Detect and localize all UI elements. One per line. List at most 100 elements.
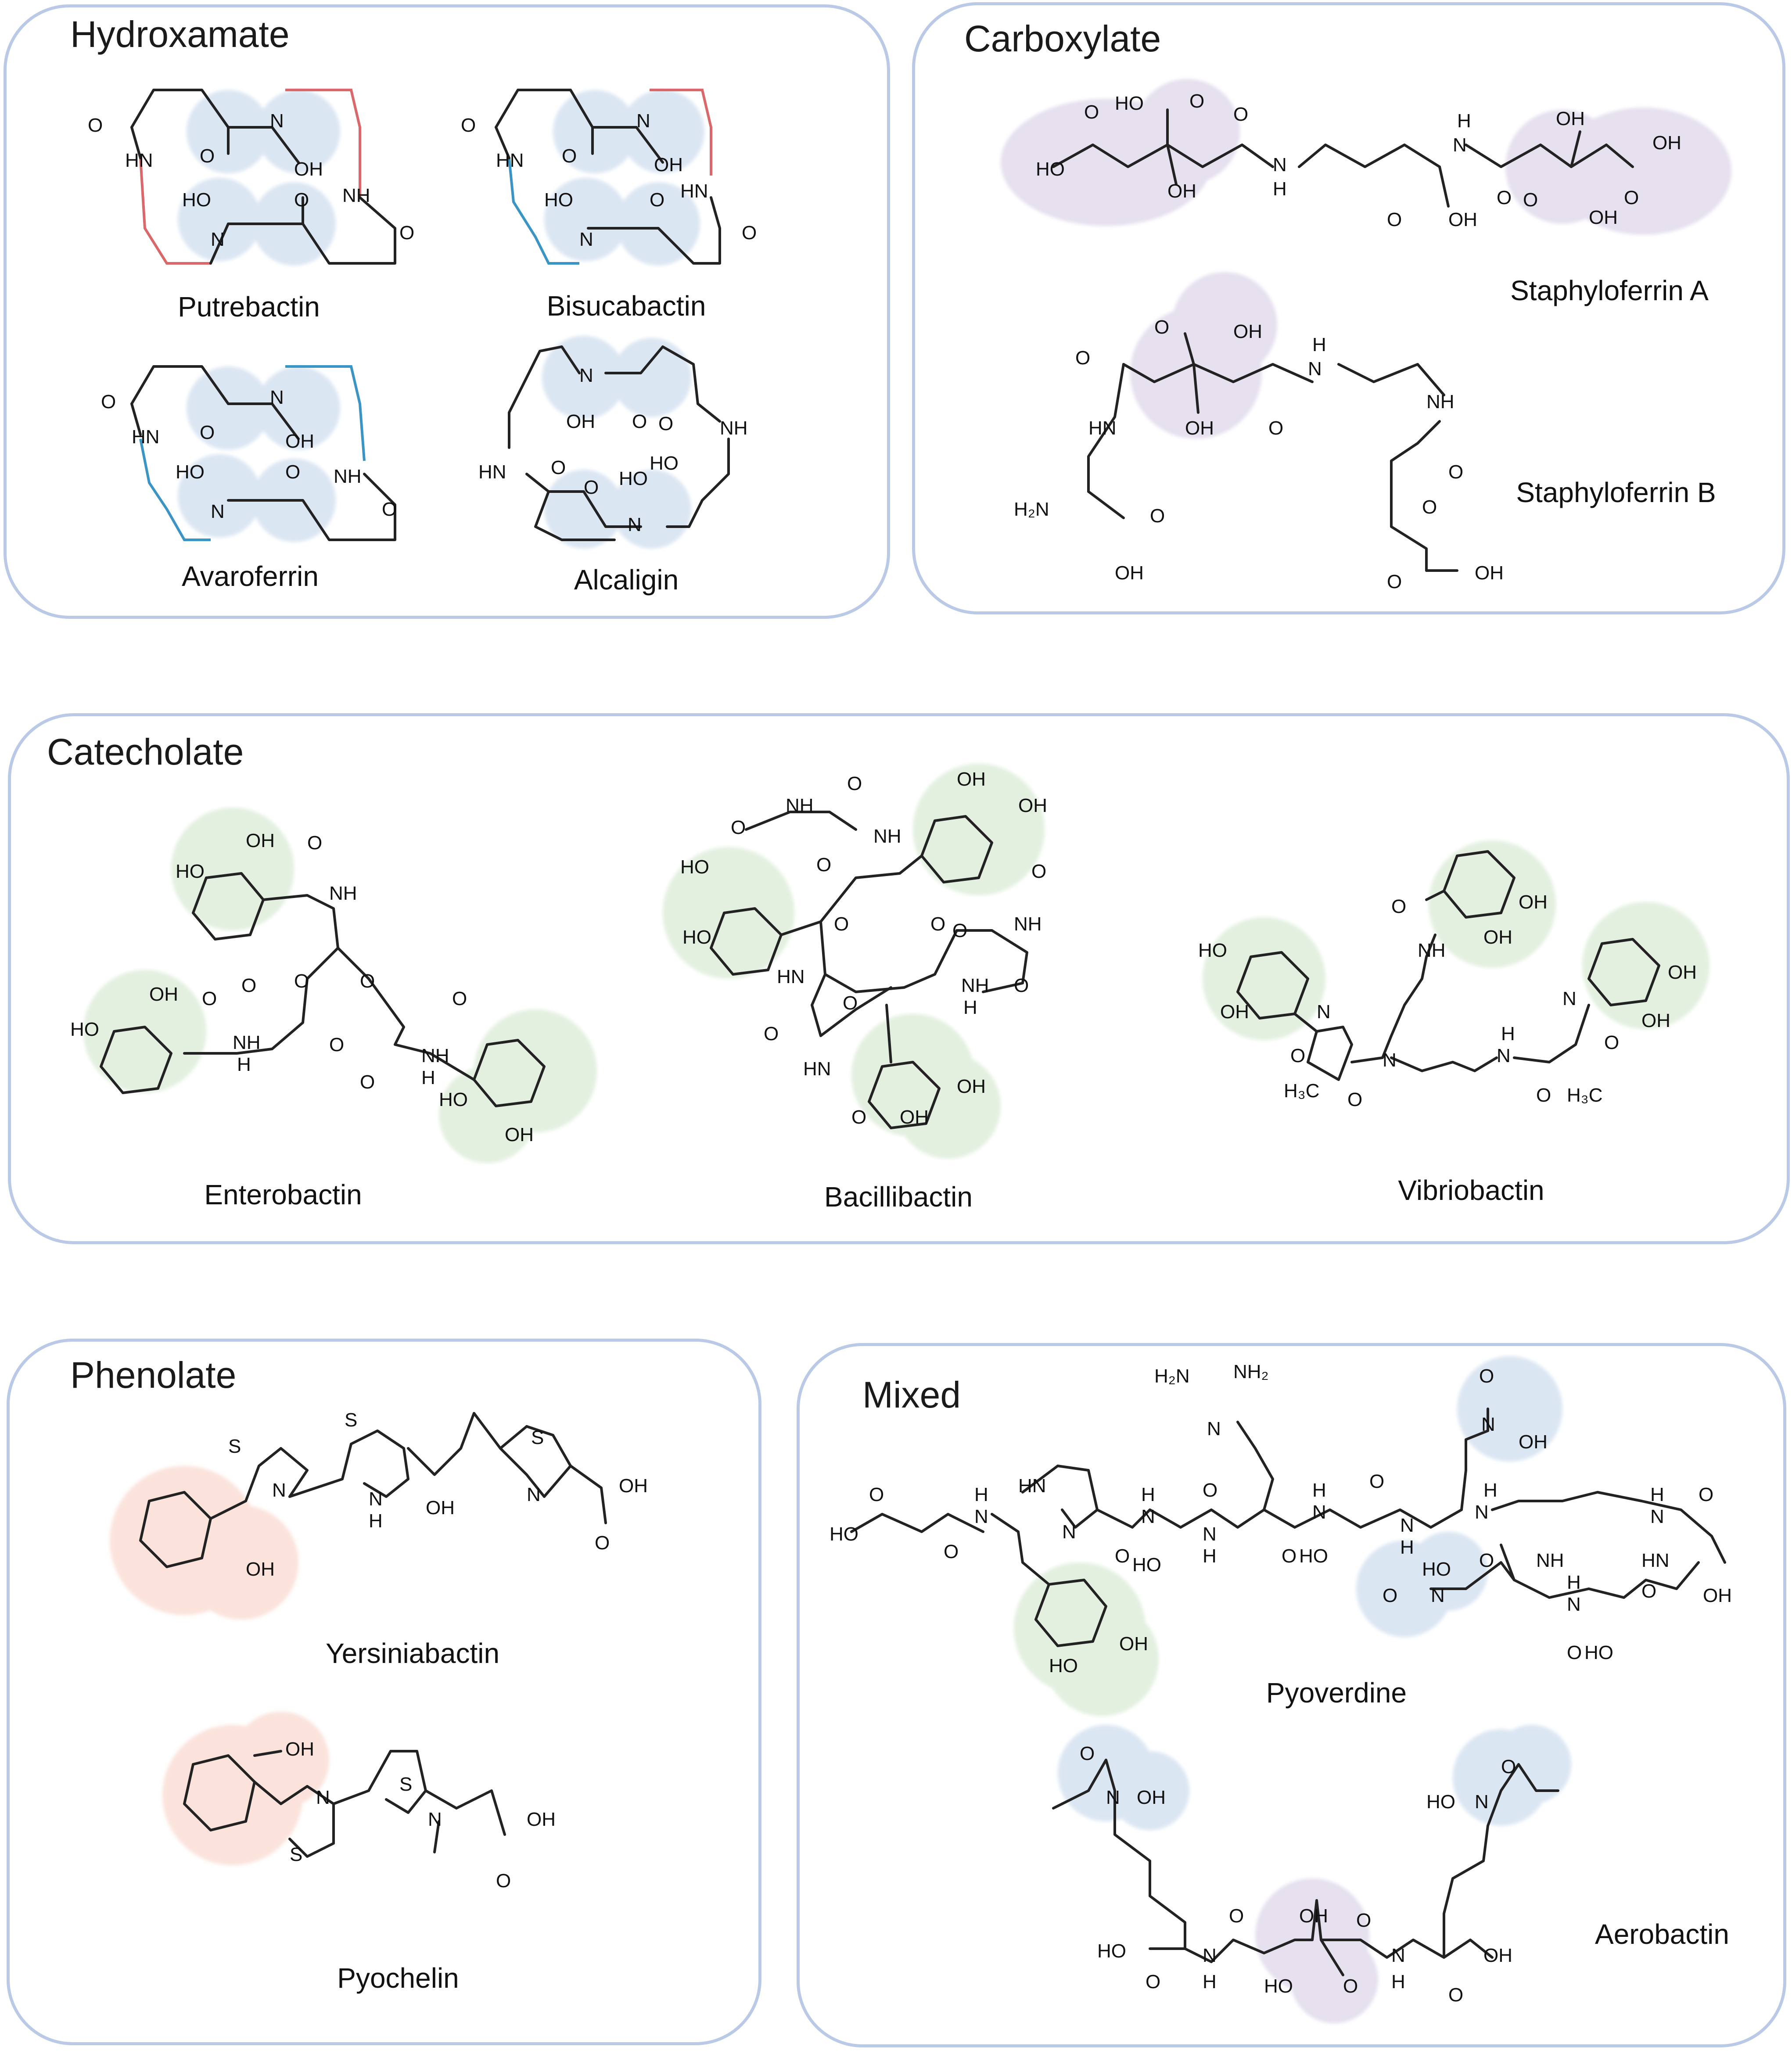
svg-text:OH: OH (1589, 207, 1618, 228)
svg-text:O: O (1391, 896, 1406, 917)
svg-text:N: N (1567, 1594, 1581, 1615)
svg-text:OH: OH (1519, 1431, 1548, 1453)
svg-text:N: N (1308, 358, 1322, 380)
svg-text:O: O (944, 1541, 959, 1562)
svg-text:NH: NH (720, 417, 748, 439)
svg-text:O: O (202, 988, 217, 1009)
svg-text:H: H (1203, 1971, 1217, 1993)
compound-name-enterobactin: Enterobactin (204, 1179, 362, 1210)
svg-text:HO: HO (682, 926, 711, 948)
svg-text:H: H (1273, 178, 1287, 200)
svg-text:H: H (1141, 1484, 1155, 1505)
yersiniabactin-structure: S N OH S N H OH S N OH O (139, 1409, 648, 1580)
svg-text:O: O (1387, 571, 1402, 592)
svg-text:N: N (1207, 1418, 1221, 1440)
panel-title-carboxylate: Carboxylate (964, 18, 1161, 59)
svg-text:OH: OH (285, 431, 314, 452)
svg-text:H: H (1312, 334, 1326, 356)
svg-text:O: O (731, 817, 746, 838)
svg-text:H: H (1457, 110, 1471, 132)
panel-phenolate (7, 1339, 761, 2045)
svg-text:O: O (1448, 1984, 1463, 2006)
staphyloferrin-a-structure: HO O HO O OH O N H H N O OH O OH O OH O … (1036, 90, 1681, 230)
svg-text:N: N (316, 1787, 330, 1808)
svg-text:N: N (1453, 134, 1467, 156)
svg-text:O: O (632, 411, 647, 432)
panel-catecholate (8, 713, 1790, 1244)
svg-text:OH: OH (1641, 1010, 1670, 1031)
svg-text:O: O (452, 988, 467, 1009)
svg-text:O: O (1624, 187, 1639, 208)
svg-text:N: N (579, 365, 593, 386)
bisucabactin-structure: O HN O N OH HO N O HN O (461, 89, 757, 265)
svg-text:O: O (1084, 101, 1099, 123)
svg-text:HN: HN (680, 180, 708, 202)
svg-text:OH: OH (246, 830, 275, 851)
compound-name-aerobactin: Aerobactin (1595, 1918, 1729, 1950)
svg-text:O: O (101, 391, 116, 413)
svg-text:OH: OH (149, 984, 178, 1005)
svg-text:O: O (200, 145, 215, 167)
svg-text:OH: OH (1668, 962, 1697, 983)
svg-text:NH: NH (961, 975, 989, 996)
svg-text:O: O (1115, 1545, 1130, 1567)
svg-text:O: O (742, 222, 757, 244)
svg-text:O: O (1268, 417, 1283, 439)
svg-text:N: N (1431, 1585, 1445, 1606)
svg-text:O: O (399, 222, 414, 244)
svg-text:OH: OH (1185, 417, 1214, 439)
svg-text:O: O (1343, 1975, 1358, 1997)
svg-text:HO: HO (1049, 1655, 1078, 1677)
svg-text:HN: HN (803, 1058, 831, 1080)
compound-name-avaroferrin: Avaroferrin (182, 560, 319, 592)
svg-text:N: N (636, 110, 650, 132)
svg-text:NH: NH (1536, 1550, 1564, 1571)
svg-text:HN: HN (777, 966, 805, 988)
svg-text:N: N (1497, 1045, 1511, 1066)
svg-text:O: O (1501, 1756, 1516, 1778)
svg-text:O: O (294, 189, 309, 211)
svg-text:OH: OH (1137, 1787, 1166, 1808)
svg-text:N: N (1062, 1521, 1076, 1543)
svg-text:N: N (1475, 1791, 1489, 1813)
staphyloferrin-b-structure: O OH O HN OH O H N NH O O O OH H₂N O OH (1014, 316, 1504, 592)
svg-text:N: N (1273, 154, 1287, 176)
svg-text:OH: OH (1167, 180, 1196, 202)
svg-text:HN: HN (132, 426, 160, 448)
svg-text:HO: HO (176, 861, 205, 882)
svg-text:O: O (360, 1071, 375, 1093)
putrebactin-structure: O HN O N OH HO N O NH O (88, 89, 414, 265)
svg-text:N: N (1141, 1506, 1155, 1527)
svg-text:O: O (816, 854, 831, 876)
svg-text:O: O (461, 115, 476, 136)
bacillibactin-structure: HO HO O NH O NH O O O O OH OH O NH HN O … (680, 768, 1047, 1129)
svg-text:O: O (307, 832, 322, 854)
svg-text:HO: HO (1036, 158, 1065, 180)
svg-text:OH: OH (619, 1475, 648, 1497)
svg-text:HO: HO (1584, 1642, 1613, 1663)
svg-text:NH: NH (334, 466, 362, 487)
svg-text:OH: OH (900, 1106, 929, 1128)
avaroferrin-structure: O HN O N OH HO N O NH O (101, 365, 397, 541)
svg-text:OH: OH (957, 1076, 986, 1097)
panel-title-mixed: Mixed (862, 1374, 961, 1415)
compound-name-yersiniabactin: Yersiniabactin (325, 1637, 500, 1669)
svg-text:H: H (963, 997, 977, 1018)
catecholate-blobs (83, 764, 1709, 1163)
svg-text:O: O (1536, 1084, 1551, 1106)
svg-text:O: O (658, 413, 673, 434)
svg-text:N: N (428, 1809, 442, 1830)
svg-text:O: O (1422, 496, 1437, 518)
svg-text:O: O (1383, 1585, 1397, 1606)
carboxylate-blobs (1001, 79, 1731, 439)
svg-text:N: N (1481, 1414, 1495, 1435)
svg-text:O: O (285, 461, 300, 483)
svg-text:O: O (834, 913, 849, 935)
svg-text:O: O (1369, 1471, 1384, 1492)
svg-text:N: N (1317, 1001, 1331, 1023)
svg-text:O: O (1604, 1032, 1619, 1053)
svg-text:OH: OH (654, 154, 683, 176)
svg-text:N: N (1650, 1506, 1664, 1527)
hydroxamate-blobs (178, 90, 704, 549)
svg-text:H: H (421, 1067, 435, 1088)
